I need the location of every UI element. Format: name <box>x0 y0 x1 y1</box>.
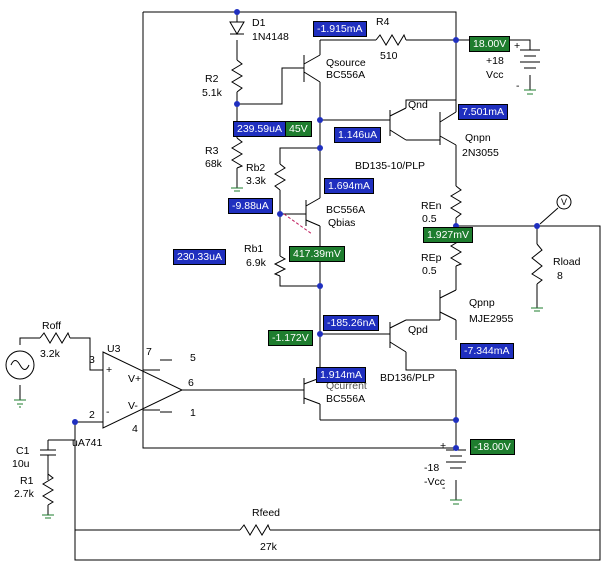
qnd-ref: Qnd <box>408 99 428 111</box>
qsource-ref: Qsource <box>326 57 366 69</box>
probe-qsource-current[interactable]: 239.59uA <box>233 121 286 137</box>
rload-ref: Rload <box>553 256 581 268</box>
probe-bias-voltage[interactable]: 417.39mV <box>289 246 345 262</box>
pin-6: 6 <box>188 377 194 389</box>
opamp-plus: + <box>106 364 113 376</box>
probe-r4-current[interactable]: -1.915mA <box>313 21 367 37</box>
qcurrent-ref: Qcurrent <box>326 380 367 392</box>
pin-2: 2 <box>89 409 95 421</box>
vcc-neg-name: -Vcc <box>424 476 445 488</box>
r3-ref: R3 <box>205 145 219 157</box>
vcc-neg-value: -18 <box>424 462 440 474</box>
battery-pos-minus: - <box>516 80 520 92</box>
r3-value: 68k <box>205 158 222 170</box>
battery-neg-plus: + <box>440 440 447 452</box>
qbias-model: BC556A <box>326 204 366 216</box>
ground-symbols <box>14 89 543 519</box>
r4-ref: R4 <box>376 16 390 28</box>
ac-source-symbol <box>5 350 35 380</box>
rb2-value: 3.3k <box>246 175 266 187</box>
junction-dots <box>72 9 540 451</box>
rfeed-value: 27k <box>260 541 277 553</box>
rb1-ref: Rb1 <box>244 243 264 255</box>
qpd-model: BD136/PLP <box>380 372 435 384</box>
opamp-minus: - <box>106 406 110 418</box>
qnpn-ref: Qnpn <box>465 132 491 144</box>
qsource-model: BC556A <box>326 69 366 81</box>
probe-vcc-voltage[interactable]: 18.00V <box>469 36 511 52</box>
capacitor-c1-symbol <box>40 449 56 474</box>
probe-rb2-current[interactable]: -9.88uA <box>228 198 273 214</box>
probe-qcurrent-current[interactable]: 1.914mA <box>316 367 367 383</box>
pin-vminus: V- <box>128 400 138 412</box>
r1-ref: R1 <box>20 475 34 487</box>
top-rail-wires <box>19 11 601 561</box>
d1-ref: D1 <box>252 17 266 29</box>
r2-value: 5.1k <box>202 87 222 99</box>
d1-model: 1N4148 <box>252 31 289 43</box>
probe-qnd-current[interactable]: 1.146uA <box>334 127 382 143</box>
u3-model: uA741 <box>72 437 103 449</box>
c1-value: 10u <box>12 458 30 470</box>
roff-value: 3.2k <box>40 348 60 360</box>
battery-neg-minus: - <box>442 482 446 494</box>
pin-1: 1 <box>190 407 196 419</box>
c1-ref: C1 <box>16 445 30 457</box>
probe-vneg-voltage[interactable]: -18.00V <box>470 439 515 455</box>
probe-qpnp-current[interactable]: -7.344mA <box>460 343 514 359</box>
rfeed-ref: Rfeed <box>252 507 281 519</box>
diode-d1-symbol <box>229 21 245 35</box>
pin-5: 5 <box>190 352 196 364</box>
rb1-value: 6.9k <box>246 257 266 269</box>
r1-value: 2.7k <box>14 488 34 500</box>
voltage-marker-label: V <box>561 197 568 207</box>
qnd-model: BD135-10/PLP <box>355 160 426 172</box>
probe-qbias-current[interactable]: 1.694mA <box>324 178 375 194</box>
bias-dashed-link <box>283 213 313 235</box>
qpnp-model: MJE2955 <box>469 313 514 325</box>
pin-4: 4 <box>132 423 138 435</box>
probe-qpd-voltage[interactable]: -1.172V <box>268 330 313 346</box>
qbias-ref: Qbias <box>328 217 356 229</box>
rep-ref: REp <box>421 252 442 264</box>
rep-value: 0.5 <box>422 265 437 277</box>
qpd-ref: Qpd <box>408 324 428 336</box>
qpnp-ref: Qpnp <box>469 297 495 309</box>
qcurrent-model: BC556A <box>326 393 366 405</box>
qnpn-model: 2N3055 <box>462 147 499 159</box>
u3-ref: U3 <box>107 343 121 355</box>
rb2-ref: Rb2 <box>246 162 266 174</box>
pin-7: 7 <box>146 346 152 358</box>
voltage-marker <box>539 194 572 225</box>
rload-value: 8 <box>557 270 563 282</box>
vcc-pos-value: +18 <box>486 55 504 67</box>
r2-ref: R2 <box>205 73 219 85</box>
probe-output-voltage[interactable]: 1.927mV <box>423 227 474 243</box>
ren-ref: REn <box>421 200 442 212</box>
pin-vplus: V+ <box>128 373 142 385</box>
probe-rb1-current[interactable]: 230.33uA <box>173 249 226 265</box>
pin-3: 3 <box>89 354 95 366</box>
vcc-pos-name: Vcc <box>486 69 504 81</box>
probe-qpd-current[interactable]: -185.26nA <box>323 315 380 331</box>
opamp-u3-symbol <box>102 351 184 429</box>
probe-qnpn-current[interactable]: 7.501mA <box>458 104 509 120</box>
probe-qsource-voltage[interactable]: 45V <box>285 121 312 137</box>
battery-pos-plus: + <box>514 40 521 52</box>
ren-value: 0.5 <box>422 213 437 225</box>
r4-value: 510 <box>380 50 398 62</box>
roff-ref: Roff <box>42 320 62 332</box>
